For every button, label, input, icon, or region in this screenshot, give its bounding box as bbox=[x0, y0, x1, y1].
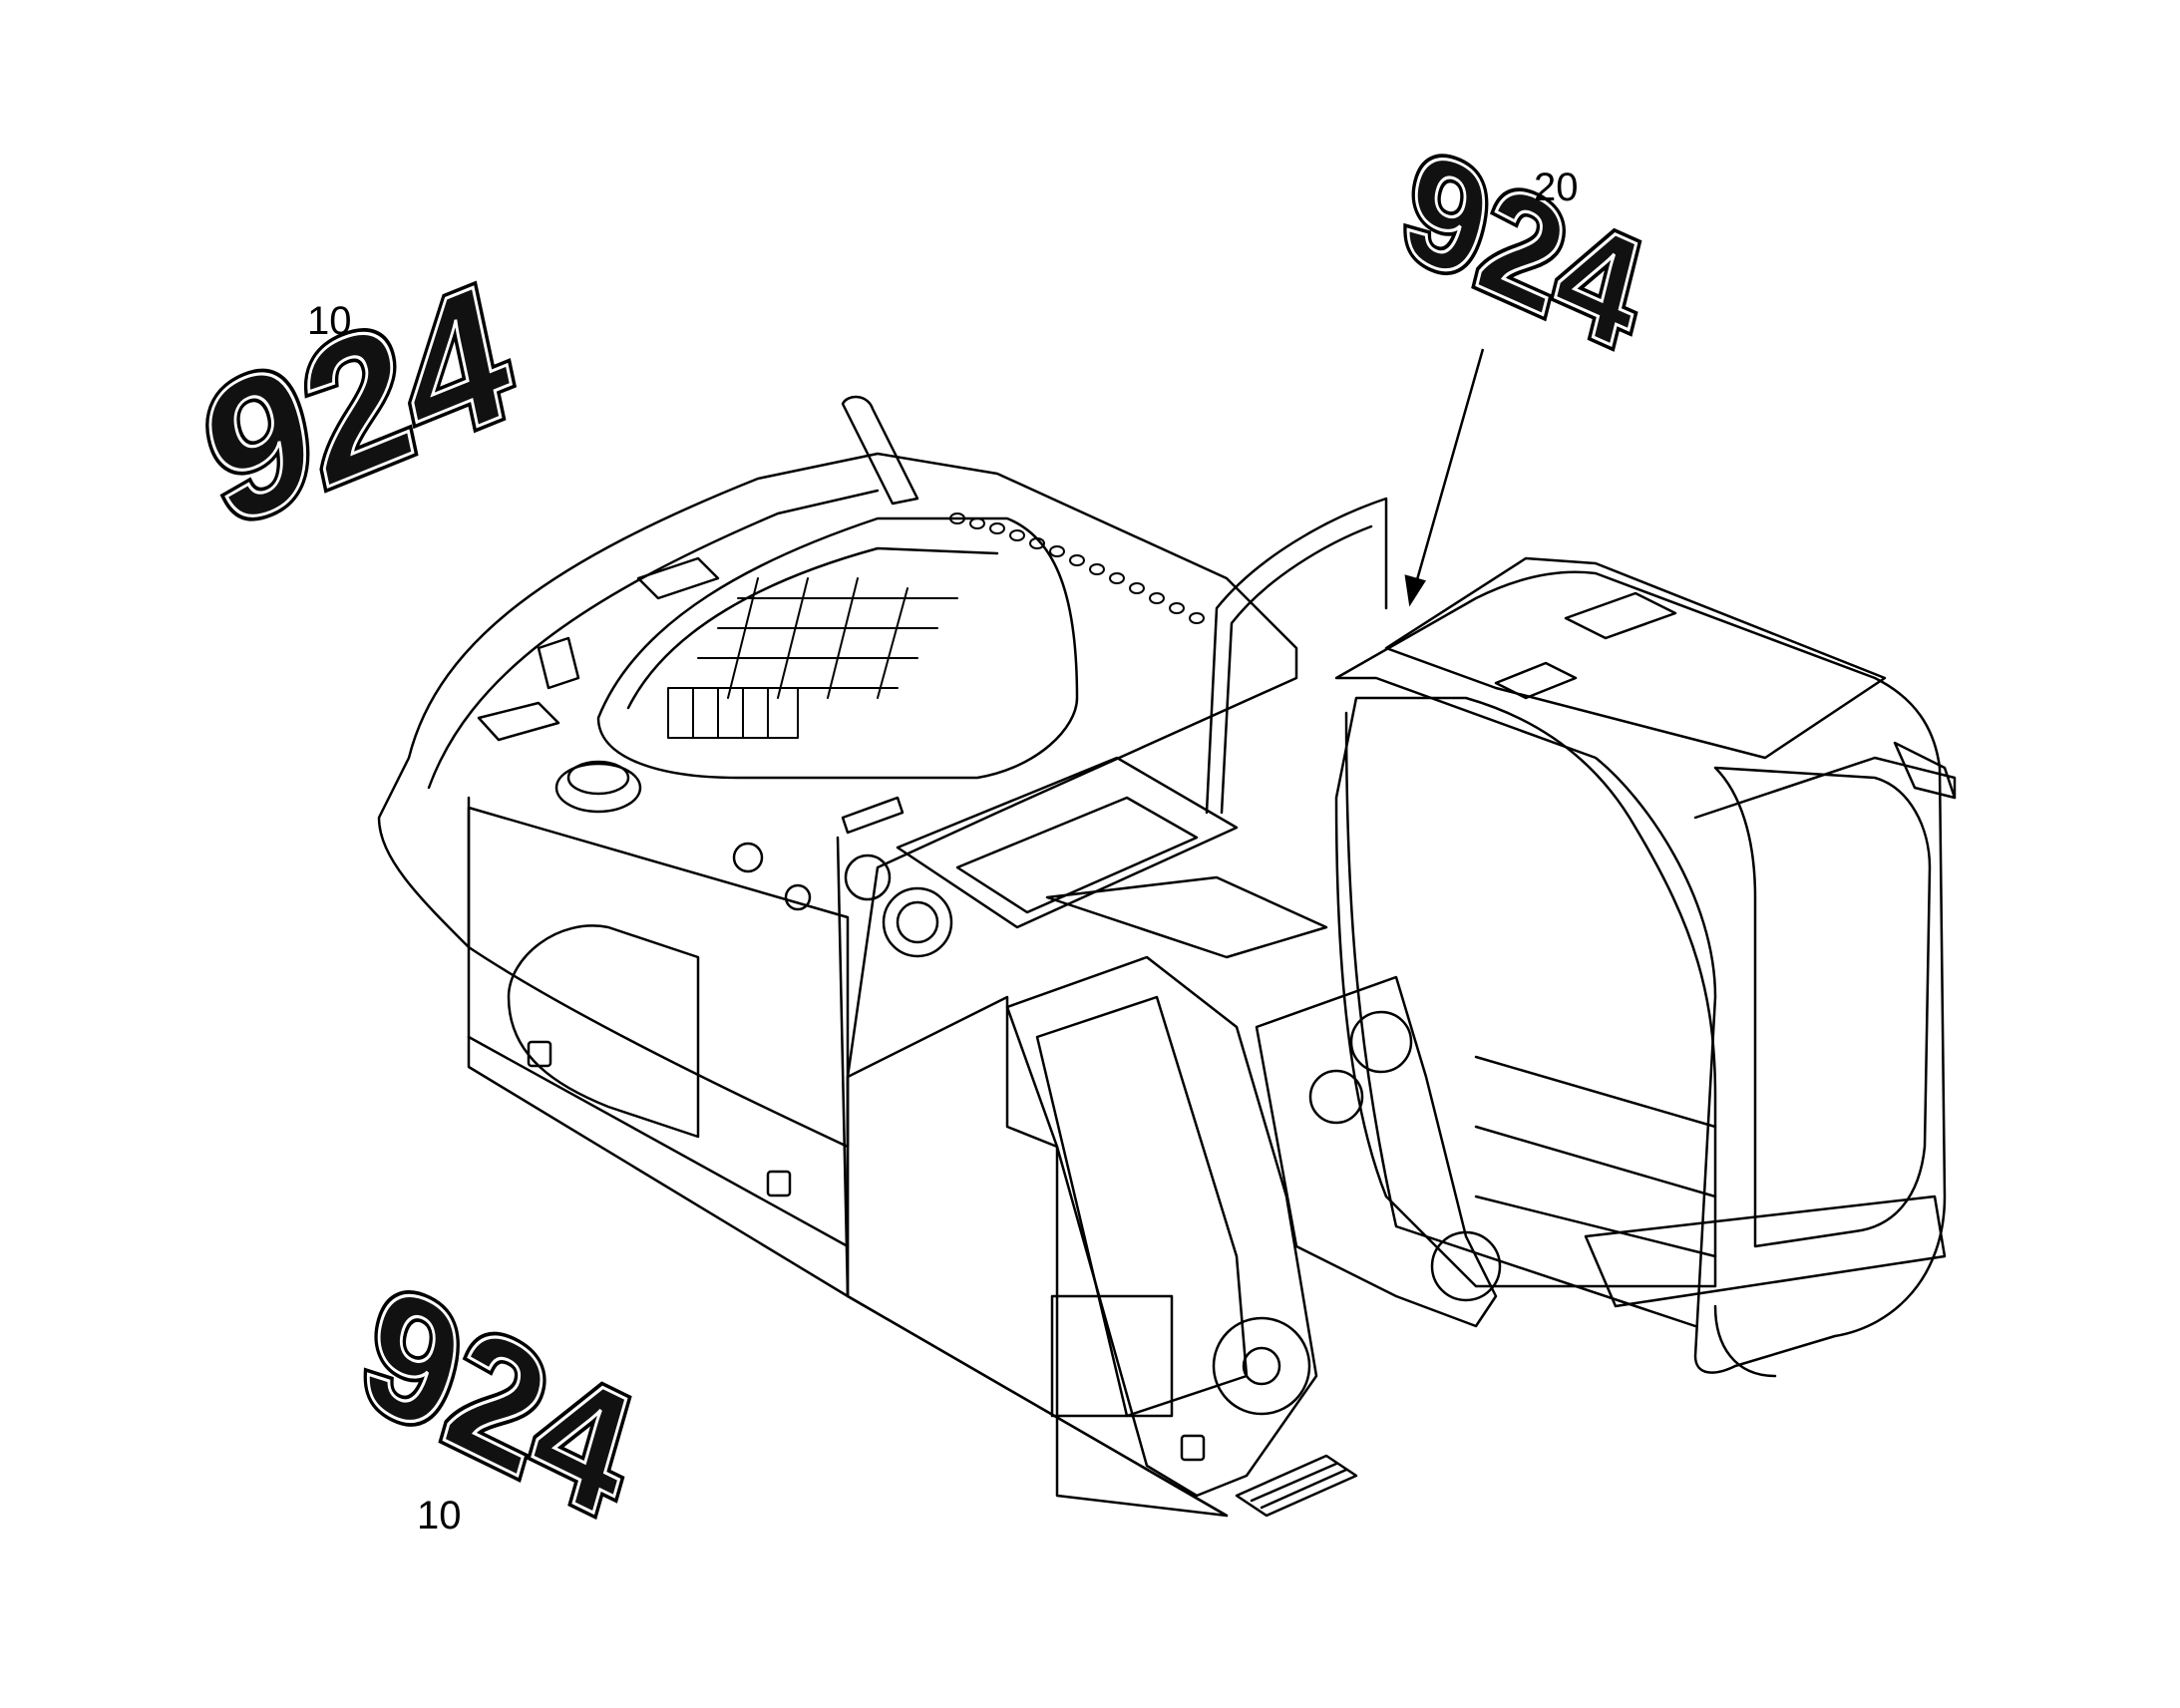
decal-924-top-right: 924 924 bbox=[1383, 112, 1662, 388]
handrail bbox=[1205, 497, 1388, 815]
cab-side-window bbox=[1713, 766, 1932, 1248]
callout-20-top-right: 20 bbox=[1534, 166, 1579, 209]
excavator-upper-structure bbox=[377, 395, 1957, 1518]
callout-10-top-left: 10 bbox=[307, 299, 352, 343]
leader-arrow-20 bbox=[1404, 348, 1485, 607]
reel bbox=[1212, 1316, 1311, 1416]
counterweight-outline bbox=[377, 452, 1298, 1149]
counterweight-inner-edge bbox=[427, 489, 880, 790]
filler-cap bbox=[554, 762, 642, 814]
mid-deck bbox=[896, 756, 1239, 929]
cab-roof bbox=[1384, 556, 1887, 760]
hood-vent-slots bbox=[949, 512, 1205, 624]
operator-cab bbox=[1334, 570, 1947, 1374]
cab-windshield bbox=[1334, 696, 1717, 1288]
boom-bracket bbox=[1255, 975, 1498, 1328]
decal-924-bottom-left: 924 924 bbox=[339, 1242, 656, 1560]
engine-hood bbox=[596, 516, 1079, 780]
decal-924-top-left: 924 924 bbox=[183, 235, 532, 574]
step-ladder bbox=[1235, 1454, 1358, 1518]
cab-base bbox=[1584, 1195, 1947, 1308]
exhaust-pipe bbox=[841, 395, 919, 506]
decal-924-bottom-left-text: 924 bbox=[344, 1247, 651, 1555]
left-panel-window bbox=[507, 924, 700, 1139]
right-side-panel bbox=[846, 995, 1229, 1518]
decal-924-top-right-text: 924 bbox=[1388, 117, 1657, 383]
callout-10-bottom-left: 10 bbox=[417, 1494, 462, 1537]
hood-grille bbox=[667, 577, 958, 739]
decal-924-top-left-text: 924 bbox=[188, 240, 527, 569]
